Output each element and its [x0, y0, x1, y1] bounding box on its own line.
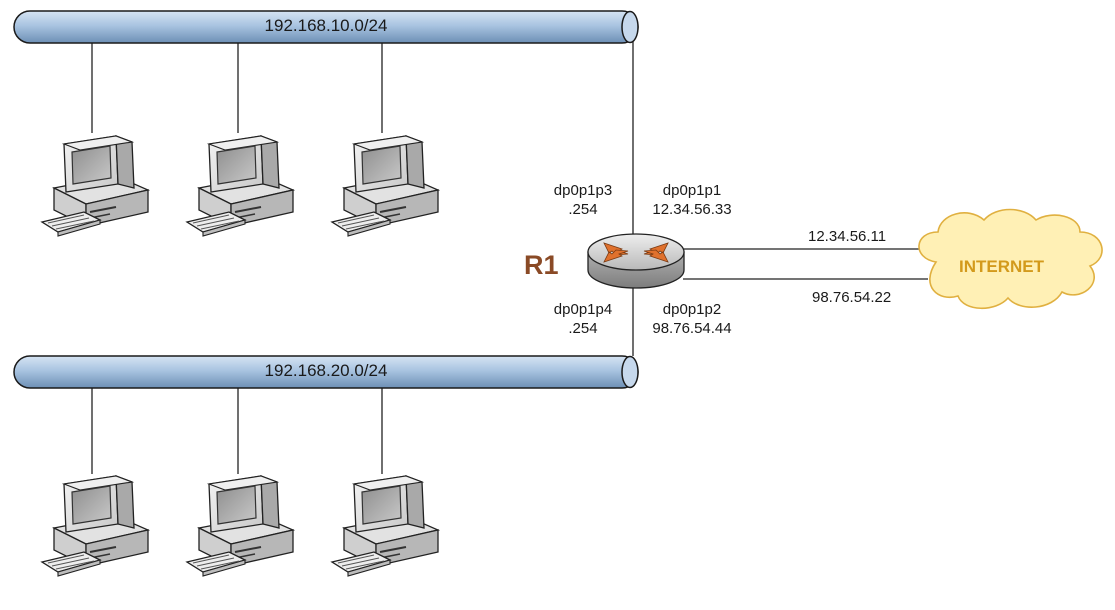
interface-p2: dp0p1p2 98.76.54.44 [640, 300, 744, 338]
pc-icon [186, 475, 294, 577]
pc-icon [41, 135, 149, 237]
lan1-drops [91, 40, 383, 133]
interface-name: dp0p1p4 [553, 301, 613, 318]
lan2-drops [91, 385, 383, 474]
lan1-bus [13, 10, 639, 44]
pc-icon [186, 135, 294, 237]
internet-cloud-icon [918, 208, 1103, 309]
lan2-label: 192.168.20.0/24 [264, 361, 388, 380]
uplink-top-address: 12.34.56.11 [808, 228, 887, 245]
router-name: R1 [524, 250, 559, 280]
interface-p4: dp0p1p4 .254 [540, 300, 626, 338]
interface-name: dp0p1p3 [553, 182, 613, 199]
lan1-label: 192.168.10.0/24 [264, 16, 388, 35]
interface-p3: dp0p1p3 .254 [540, 181, 626, 219]
interface-name: dp0p1p2 [662, 301, 722, 318]
interface-address: 98.76.54.44 [652, 320, 732, 337]
uplink-bottom-address: 98.76.54.22 [812, 289, 892, 306]
pc-icon [331, 135, 439, 237]
internet-label: INTERNET [959, 257, 1044, 276]
lan2-bus [13, 355, 639, 389]
interface-address: .254 [568, 201, 598, 218]
pc-icon [41, 475, 149, 577]
router-icon [587, 233, 685, 289]
interface-address: .254 [568, 320, 598, 337]
interface-name: dp0p1p1 [662, 182, 722, 199]
interface-p1: dp0p1p1 12.34.56.33 [640, 181, 744, 219]
interface-address: 12.34.56.33 [652, 201, 732, 218]
pc-icon [331, 475, 439, 577]
